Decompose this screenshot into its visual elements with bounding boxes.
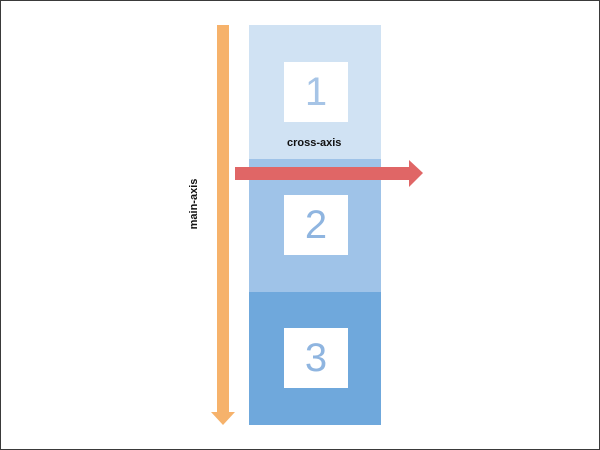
item-3-label: 3 <box>304 336 328 380</box>
item-1-label: 1 <box>304 70 328 114</box>
item-2-box: 2 <box>284 195 348 255</box>
item-2-label: 2 <box>304 203 328 247</box>
cross-axis-label: cross-axis <box>287 137 342 149</box>
cross-axis-arrowhead <box>409 160 423 187</box>
item-3-box: 3 <box>284 328 348 388</box>
cross-axis-shaft <box>235 167 411 180</box>
flex-item-2: 2 <box>249 159 381 292</box>
main-axis-shaft <box>217 25 229 415</box>
flex-item-1: 1 <box>249 25 381 159</box>
main-axis-arrow <box>211 25 235 425</box>
cross-axis-arrow <box>235 160 423 187</box>
flex-container: 1 2 3 <box>249 25 381 425</box>
flex-item-3: 3 <box>249 292 381 425</box>
main-axis-arrowhead <box>211 412 235 425</box>
item-1-box: 1 <box>284 62 348 122</box>
main-axis-label: main-axis <box>188 178 200 230</box>
